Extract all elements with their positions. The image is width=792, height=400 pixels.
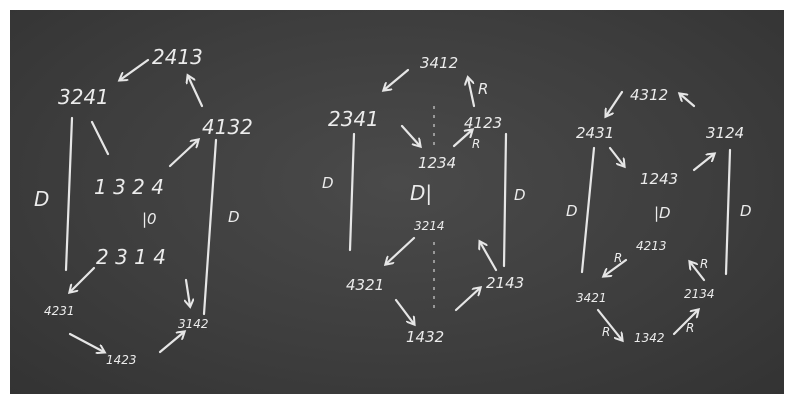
d2-left-bottom-label: 4321 — [346, 276, 384, 294]
d3-arrow-top-left — [606, 90, 624, 116]
d2-side-left-label: D — [322, 174, 334, 192]
d2-arrow-bottom-left — [394, 298, 414, 324]
d1-arrow-bottom-right — [158, 332, 184, 354]
d1-left-bottom-label: 4231 — [44, 304, 75, 318]
d1-row1-label: 1 3 2 4 — [94, 175, 164, 199]
d2-top-r-label: R — [478, 80, 488, 98]
d1-diagonal-line — [90, 120, 110, 156]
d1-arrow-right-top — [188, 76, 204, 108]
diagram-3: 4312 2431 3124 1243 |D 4213 R R 3421 213… — [566, 86, 752, 345]
d1-arrow-center-left — [70, 266, 96, 292]
d2-bottom-label: 1432 — [406, 328, 444, 346]
d2-top-label: 3412 — [420, 54, 458, 72]
d3-left-top-label: 2431 — [576, 124, 614, 142]
d2-arrow-left-center — [400, 124, 420, 146]
d1-side-right-label: D — [228, 208, 240, 226]
d3-r2-label: R — [700, 257, 708, 271]
d2-side-right-label: D — [514, 186, 526, 204]
d3-side-right-label: D — [740, 202, 752, 220]
d3-left-vertical-line — [580, 146, 596, 274]
d1-right-vertical-line — [202, 138, 218, 316]
d3-right-vertical-line — [724, 148, 732, 276]
d3-arrow-bottom-right — [672, 310, 698, 336]
diagram-1: 2413 3241 4132 1 3 2 4 |0 2 3 1 4 4231 3… — [34, 45, 253, 367]
d2-arrow-right-center — [480, 242, 498, 272]
d3-right-bottom-label: 2134 — [684, 287, 715, 301]
d2-left-top-label: 2341 — [328, 107, 379, 131]
d1-arrow-top-left — [120, 58, 150, 80]
d3-arrow-center-left — [604, 258, 628, 276]
d1-bottom-label: 1423 — [106, 353, 137, 367]
d3-right-top-label: 3124 — [706, 124, 744, 142]
chalkboard: 2413 3241 4132 1 3 2 4 |0 2 3 1 4 4231 3… — [10, 10, 784, 394]
d2-inner-r-label: R — [472, 137, 480, 151]
d2-right-top-label: 4123 — [464, 114, 502, 132]
d1-arrow-center-right — [168, 140, 198, 168]
d2-arrow-center-right — [452, 130, 472, 148]
d3-center-d-label: |D — [654, 204, 671, 222]
d1-side-left-label: D — [34, 187, 49, 211]
d2-left-vertical-line — [348, 132, 356, 252]
d1-left-top-label: 3241 — [58, 85, 109, 109]
d1-right-top-label: 4132 — [202, 115, 253, 139]
d2-right-vertical-line — [502, 132, 508, 268]
d1-arrow-center-down — [186, 278, 190, 306]
d3-arrow-left-center — [608, 146, 624, 166]
d2-arrow-center-left — [386, 236, 416, 264]
d3-arrow-bottom-left — [596, 308, 622, 340]
d2-center-top-label: 1234 — [418, 154, 456, 172]
d2-arrow-right-top — [468, 78, 476, 108]
d1-arrow-bottom-left — [68, 332, 104, 352]
d3-r1-label: R — [614, 251, 622, 265]
d3-arrow-right-center — [690, 262, 706, 282]
d3-bottom-label: 1342 — [634, 331, 665, 345]
d3-arrow-top-right — [680, 94, 696, 108]
d1-top-label: 2413 — [152, 45, 203, 69]
d3-center-bottom-label: 4213 — [636, 239, 667, 253]
d3-r4-label: R — [686, 321, 694, 335]
d3-arrow-center-right — [692, 154, 714, 172]
d3-side-left-label: D — [566, 202, 578, 220]
d2-right-bottom-label: 2143 — [486, 274, 524, 292]
d3-left-bottom-label: 3421 — [576, 291, 607, 305]
d2-arrow-top-left — [384, 68, 410, 90]
d3-r3-label: R — [602, 325, 610, 339]
d2-center-bottom-label: 3214 — [414, 219, 445, 233]
d1-left-vertical-line — [64, 116, 74, 272]
d3-center-top-label: 1243 — [640, 170, 678, 188]
d3-top-label: 4312 — [630, 86, 668, 104]
d2-arrow-bottom-right — [454, 288, 480, 312]
chalk-drawing: 2413 3241 4132 1 3 2 4 |0 2 3 1 4 4231 3… — [34, 45, 752, 367]
diagram-2: 3412 R 2341 4123 R 1234 D| 3214 4321 214… — [322, 54, 526, 346]
d1-right-bottom-label: 3142 — [178, 317, 209, 331]
d1-row2-label: 2 3 1 4 — [96, 245, 166, 269]
d1-mid-label: |0 — [142, 210, 157, 228]
d2-center-d-label: D| — [410, 181, 432, 205]
